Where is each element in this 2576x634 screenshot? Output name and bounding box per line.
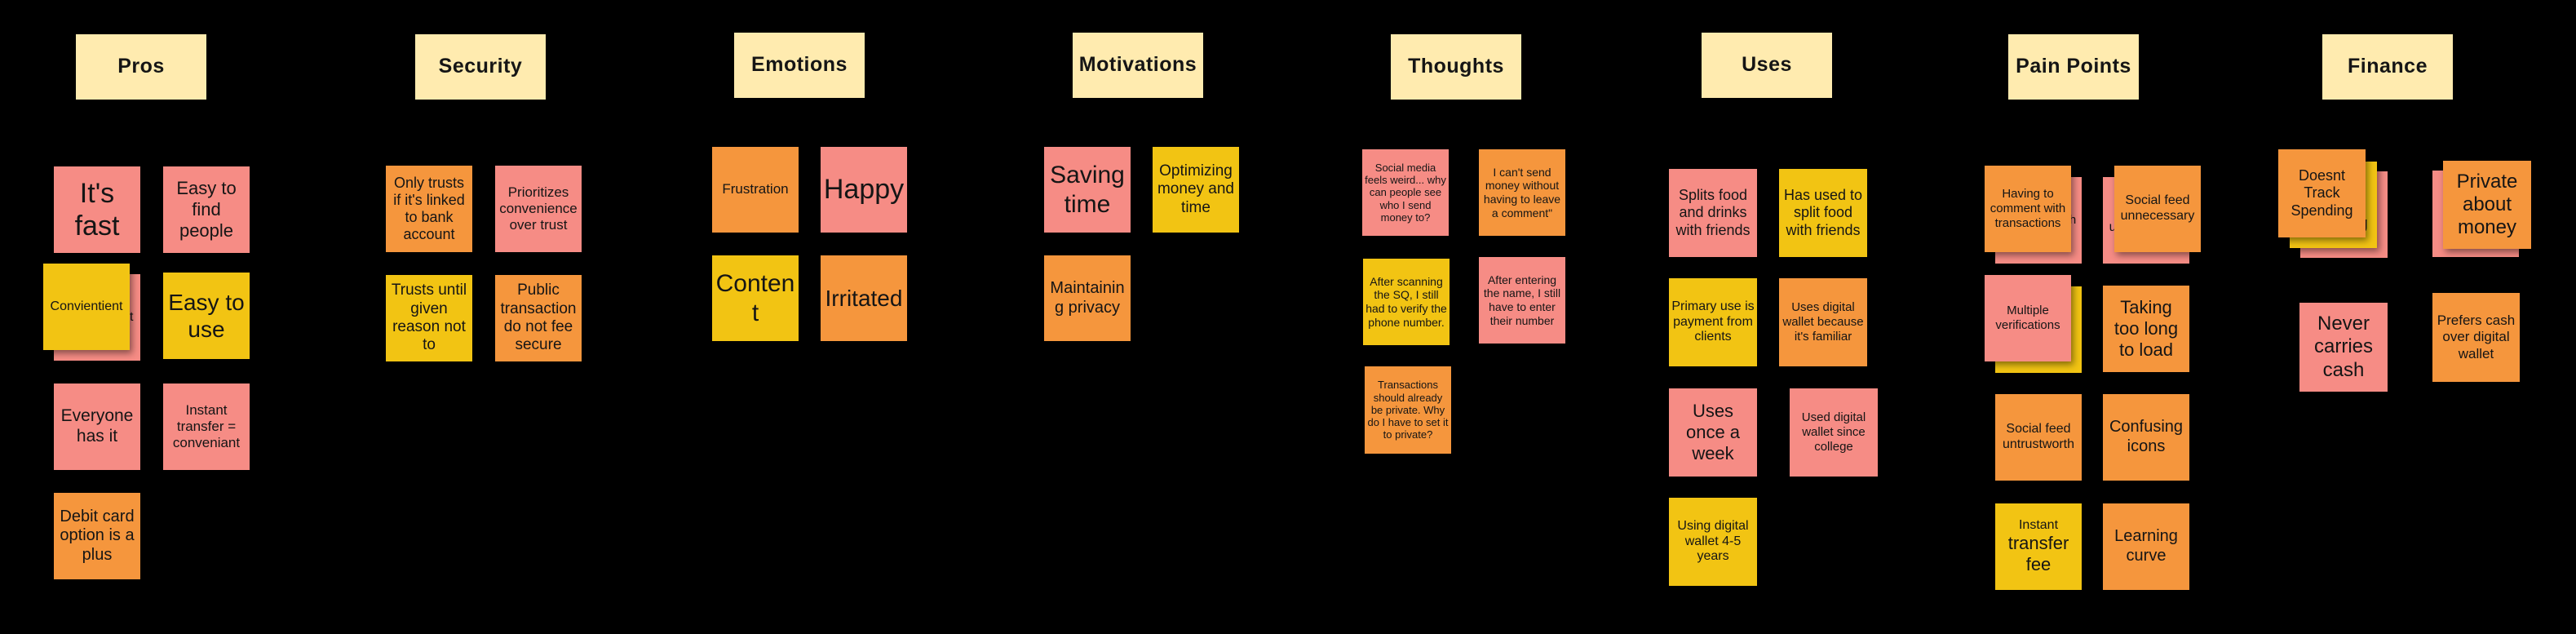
sticky-note-social-feed-unnecessary[interactable]: Social feed unnecessary xyxy=(2114,166,2201,252)
column-header-finance[interactable]: Finance xyxy=(2322,34,2453,100)
column-header-uses[interactable]: Uses xyxy=(1702,33,1832,98)
sticky-note-doesnt-track-spending[interactable]: Doesnt Track Spending xyxy=(2278,149,2366,237)
sticky-note-saving-time[interactable]: Saving time xyxy=(1044,147,1131,233)
sticky-note-only-trusts-linked-bank[interactable]: Only trusts if it's linked to bank accou… xyxy=(386,166,472,252)
column-header-motivations[interactable]: Motivations xyxy=(1073,33,1203,98)
sticky-note-splits-food-drinks[interactable]: Splits food and drinks with friends xyxy=(1669,169,1757,257)
sticky-note-its-fast[interactable]: It's fast xyxy=(54,166,140,253)
sticky-note-never-carries-cash[interactable]: Never carries cash xyxy=(2299,303,2388,392)
sticky-note-instant-transfer-conveniant[interactable]: Instant transfer = conveniant xyxy=(163,384,250,470)
sticky-note-confusing-icons[interactable]: Confusing icons xyxy=(2103,394,2189,481)
sticky-note-content[interactable]: Content xyxy=(712,255,799,341)
column-header-emotions[interactable]: Emotions xyxy=(734,33,865,98)
sticky-note-wallet-because-familiar[interactable]: Uses digital wallet because it's familia… xyxy=(1779,278,1867,366)
sticky-note-multiple-verifications[interactable]: Multiple verifications xyxy=(1985,275,2071,361)
sticky-note-optimizing-money-time[interactable]: Optimizing money and time xyxy=(1153,147,1239,233)
sticky-note-having-to-comment[interactable]: Having to comment with transactions xyxy=(1985,166,2071,252)
sticky-note-maintaining-privacy[interactable]: Maintaining privacy xyxy=(1044,255,1131,341)
sticky-note-everyone-has-it[interactable]: Everyone has it xyxy=(54,384,140,470)
column-header-pain-points[interactable]: Pain Points xyxy=(2008,34,2139,100)
sticky-note-prioritizes-convenience[interactable]: Prioritizes convenience over trust xyxy=(495,166,582,252)
sticky-note-after-entering-name[interactable]: After entering the name, I still have to… xyxy=(1479,257,1565,344)
sticky-note-learning-curve[interactable]: Learning curve xyxy=(2103,503,2189,590)
sticky-note-trusts-until-reason[interactable]: Trusts until given reason not to xyxy=(386,275,472,361)
sticky-note-convientient-top[interactable]: Convientient xyxy=(43,264,130,350)
sticky-note-easy-to-find-people[interactable]: Easy to find people xyxy=(163,166,250,253)
note-text: transfer fee xyxy=(2007,533,2069,575)
sticky-note-cant-send-without-comment[interactable]: I can't send money without having to lea… xyxy=(1479,149,1565,236)
sticky-note-after-scanning-sq[interactable]: After scanning the SQ, I still had to ve… xyxy=(1363,259,1450,345)
sticky-note-uses-once-a-week[interactable]: Uses once a week xyxy=(1669,388,1757,477)
sticky-note-public-transaction-not-secure[interactable]: Public transaction do not fee secure xyxy=(495,275,582,361)
sticky-note-happy[interactable]: Happy xyxy=(821,147,907,233)
sticky-note-prefers-cash-over-wallet[interactable]: Prefers cash over digital wallet xyxy=(2432,293,2520,382)
column-header-thoughts[interactable]: Thoughts xyxy=(1391,34,1521,100)
column-header-security[interactable]: Security xyxy=(415,34,546,100)
sticky-note-transactions-should-be-private[interactable]: Transactions should already be private. … xyxy=(1365,366,1451,454)
sticky-note-frustration[interactable]: Frustration xyxy=(712,147,799,233)
sticky-note-social-feed-untrustworth[interactable]: Social feed untrustworth xyxy=(1995,394,2082,481)
sticky-note-social-media-feels-weird[interactable]: Social media feels weird... why can peop… xyxy=(1362,149,1449,236)
sticky-note-wallet-since-college[interactable]: Used digital wallet since college xyxy=(1790,388,1878,477)
sticky-note-easy-to-use[interactable]: Easy to use xyxy=(163,273,250,359)
note-text: Instant xyxy=(2018,517,2059,532)
sticky-note-taking-too-long-load[interactable]: Taking too long to load xyxy=(2103,286,2189,372)
sticky-note-wallet-4-5-years[interactable]: Using digital wallet 4-5 years xyxy=(1669,498,1757,586)
sticky-note-has-used-split-food[interactable]: Has used to split food with friends xyxy=(1779,169,1867,257)
sticky-note-irritated[interactable]: Irritated xyxy=(821,255,907,341)
column-header-pros[interactable]: Pros xyxy=(76,34,206,100)
sticky-note-primary-use-clients[interactable]: Primary use is payment from clients xyxy=(1669,278,1757,366)
sticky-note-debit-card-option-plus[interactable]: Debit card option is a plus xyxy=(54,493,140,579)
sticky-note-private-about-money[interactable]: Private about money xyxy=(2443,161,2531,249)
